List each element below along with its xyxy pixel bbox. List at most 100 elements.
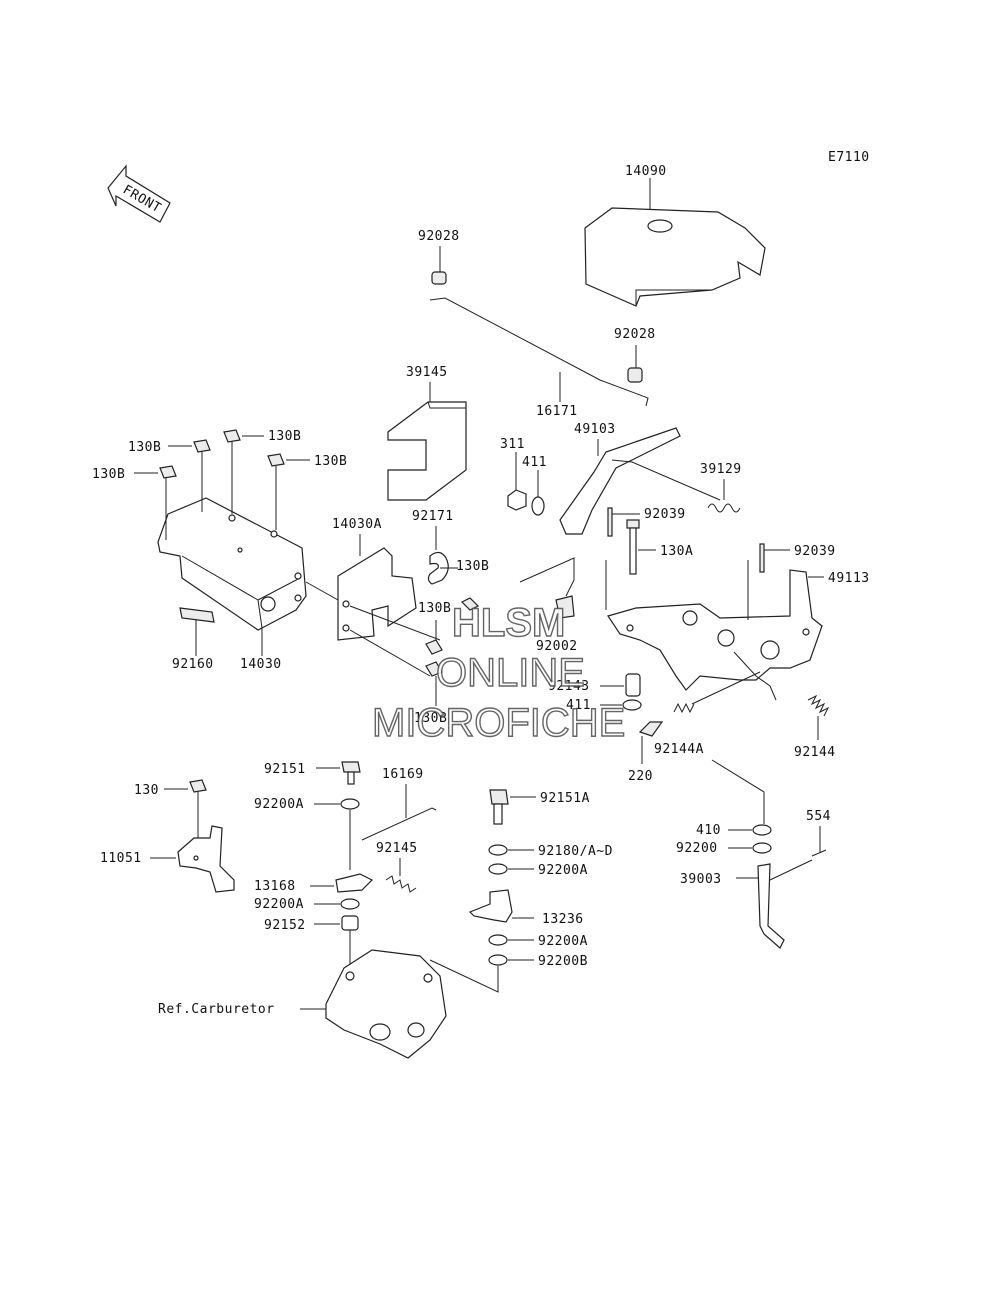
part-16171-rod xyxy=(429,297,649,407)
part-92145-spring xyxy=(385,875,417,893)
label-411-top: 411 xyxy=(522,455,547,470)
label-ref-carburetor: Ref.Carburetor xyxy=(158,1002,275,1017)
part-130-bolt xyxy=(189,779,207,793)
label-92143: 92143 xyxy=(548,679,590,694)
label-39145: 39145 xyxy=(406,365,448,380)
part-92171-clip xyxy=(427,551,449,585)
label-16169: 16169 xyxy=(382,767,424,782)
part-411-washer-b xyxy=(622,699,642,711)
label-39129: 39129 xyxy=(700,462,742,477)
part-16169-rod xyxy=(361,807,437,841)
label-92002: 92002 xyxy=(536,639,578,654)
part-39129-spring xyxy=(707,503,741,513)
label-554: 554 xyxy=(806,809,831,824)
part-92039-pin-b xyxy=(759,543,765,573)
part-92200a-washer-2 xyxy=(340,898,360,910)
part-92143-collar xyxy=(625,673,641,697)
part-92200a-washer-3 xyxy=(488,863,508,875)
part-92200b-washer xyxy=(488,954,508,966)
label-92151a: 92151A xyxy=(540,791,590,806)
part-92151-bolt xyxy=(341,761,361,773)
label-130b-3: 130B xyxy=(314,454,347,469)
label-49103: 49103 xyxy=(574,422,616,437)
label-220: 220 xyxy=(628,769,653,784)
part-92160-pad xyxy=(179,607,215,623)
part-49103-lever xyxy=(559,427,681,535)
label-92200: 92200 xyxy=(676,841,718,856)
label-92200a-2: 92200A xyxy=(254,897,304,912)
part-130b-bolt-3 xyxy=(267,453,285,530)
label-92028-right: 92028 xyxy=(614,327,656,342)
label-11051: 11051 xyxy=(100,851,142,866)
label-130b-7: 130B xyxy=(414,711,447,726)
label-130b-2: 130B xyxy=(268,429,301,444)
label-92151: 92151 xyxy=(264,762,306,777)
label-92160: 92160 xyxy=(172,657,214,672)
part-92200a-washer-4 xyxy=(488,934,508,946)
label-311: 311 xyxy=(500,437,525,452)
label-92145: 92145 xyxy=(376,841,418,856)
label-92200b: 92200B xyxy=(538,954,588,969)
label-14090: 14090 xyxy=(625,164,667,179)
label-92039-a: 92039 xyxy=(644,507,686,522)
part-311-nut xyxy=(507,489,527,511)
label-92152: 92152 xyxy=(264,918,306,933)
label-14030: 14030 xyxy=(240,657,282,672)
label-13236: 13236 xyxy=(542,912,584,927)
watermark-line-2: ONLINE xyxy=(436,651,585,695)
label-130: 130 xyxy=(134,783,159,798)
label-92144: 92144 xyxy=(794,745,836,760)
part-130b-bolt-5 xyxy=(460,597,480,611)
part-11051-bracket xyxy=(177,825,235,893)
part-14030a-plate xyxy=(337,547,417,641)
label-92171: 92171 xyxy=(412,509,454,524)
part-39145-bracket xyxy=(387,401,467,501)
label-130b-1: 130B xyxy=(128,440,161,455)
part-130b-bolt-6 xyxy=(425,639,443,655)
part-554-cotter-pin xyxy=(811,849,827,857)
label-92200a-4: 92200A xyxy=(538,934,588,949)
part-130b-bolt-2 xyxy=(223,429,241,514)
part-92152-collar xyxy=(341,915,359,931)
watermark-line-1: HLSM xyxy=(452,601,565,645)
part-92200-washer xyxy=(752,842,772,854)
part-130b-bolt-1 xyxy=(193,439,211,512)
part-130b-bolt-7 xyxy=(425,661,443,677)
part-130a-bolt xyxy=(626,519,640,529)
watermark: HLSM ONLINE MICROFICHE xyxy=(371,600,626,745)
label-130b-6: 130B xyxy=(418,601,451,616)
part-92144a-spring xyxy=(673,702,695,714)
diagram-code: E7110 xyxy=(828,150,870,165)
label-49113: 49113 xyxy=(828,571,870,586)
label-130b-5: 130B xyxy=(456,559,489,574)
part-carburetor xyxy=(325,949,447,1059)
watermark-line-3: MICROFICHE xyxy=(372,701,625,745)
label-410: 410 xyxy=(696,823,721,838)
part-92039-pin-a xyxy=(607,507,613,537)
part-92002-screw xyxy=(555,595,575,619)
part-130b-bolt-4 xyxy=(159,465,177,540)
part-92200a-washer-1 xyxy=(340,798,360,810)
part-92144-spring xyxy=(807,694,830,717)
label-92028-top: 92028 xyxy=(418,229,460,244)
part-92151a-bolt xyxy=(489,789,509,805)
label-14030a: 14030A xyxy=(332,517,382,532)
label-411-bottom: 411 xyxy=(566,698,591,713)
part-13236-lever xyxy=(468,889,513,923)
label-92200a-3: 92200A xyxy=(538,863,588,878)
label-92039-b: 92039 xyxy=(794,544,836,559)
label-39003: 39003 xyxy=(680,872,722,887)
label-16171: 16171 xyxy=(536,404,578,419)
part-410-washer xyxy=(752,824,772,836)
part-14090-cover xyxy=(584,207,766,307)
label-92200a-1: 92200A xyxy=(254,797,304,812)
label-92144a: 92144A xyxy=(654,742,704,757)
label-130a: 130A xyxy=(660,544,693,559)
part-13168-lever xyxy=(335,873,374,893)
part-411-washer xyxy=(531,496,545,516)
part-92180-shim xyxy=(488,844,508,856)
part-92028-clip-b xyxy=(627,367,643,383)
part-92028-clip-a xyxy=(431,271,447,285)
